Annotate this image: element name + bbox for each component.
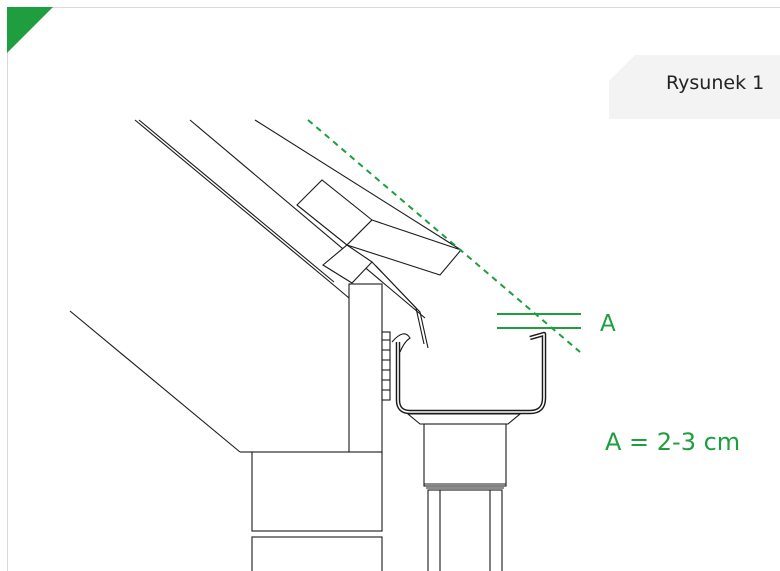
- dimension-value: A = 2-3 cm: [605, 428, 740, 456]
- gutter-profile: [395, 331, 547, 415]
- soffit-edge: [329, 281, 350, 299]
- fascia-board: [348, 283, 383, 455]
- dimension-guide: [307, 119, 581, 353]
- dimension-label: A: [600, 311, 616, 337]
- figure-caption: Rysunek 1: [666, 72, 765, 94]
- downpipe: [406, 413, 522, 571]
- figure-caption-box: Rysunek 1: [609, 55, 780, 119]
- corner-mark: [7, 7, 53, 53]
- wall-blocks: [240, 451, 383, 571]
- drip-edge: [371, 261, 429, 349]
- roof-layers: [69, 119, 462, 453]
- roof-tiles: [296, 179, 462, 284]
- figure-frame: [7, 7, 780, 571]
- gutter-bracket: [381, 331, 411, 401]
